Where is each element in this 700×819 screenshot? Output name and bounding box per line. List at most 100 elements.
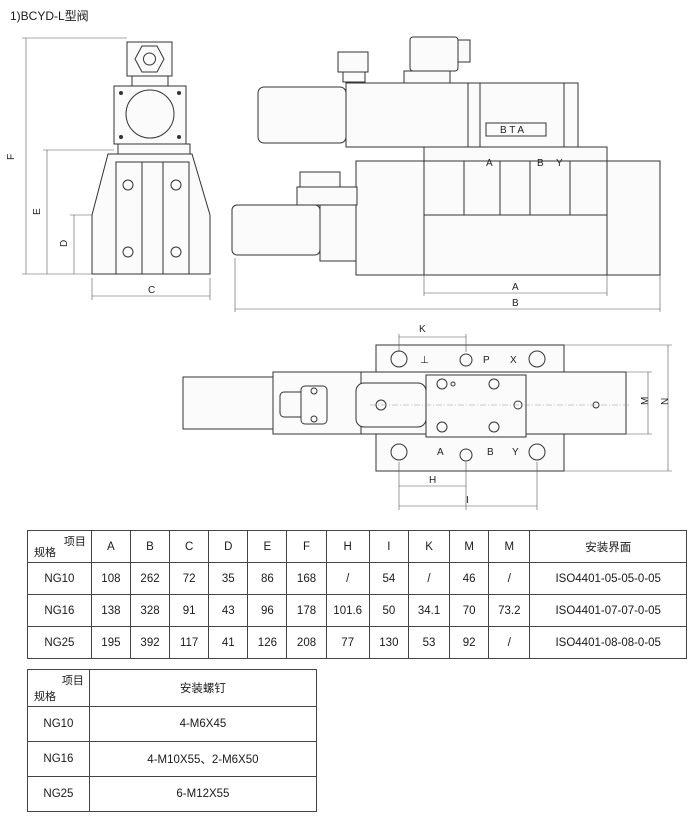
table-row: NG16 138 328 91 43 96 178 101.6 50 34.1 …: [27, 594, 687, 627]
front-view: B T A A B Y A B: [231, 36, 661, 312]
corner-item-label: 项目: [63, 536, 86, 548]
col-header: C: [169, 530, 210, 563]
table-row: NG10 108 262 72 35 86 168 / 54 / 46 / IS…: [27, 562, 687, 595]
cell: 50: [368, 594, 409, 627]
brand-label: B T A: [500, 125, 524, 136]
cell: 77: [325, 626, 370, 659]
dimension-table: 项目 规格 A B C D E F H I K M M 安装界面 NG10 10…: [27, 530, 687, 659]
cell: /: [325, 562, 370, 595]
top-port-Y: Y: [512, 447, 519, 458]
cell: 73.2: [488, 594, 531, 627]
top-port-X: X: [510, 355, 517, 366]
col-header: K: [407, 530, 451, 563]
row-spec: NG10: [27, 562, 92, 595]
cell: ISO4401-08-08-0-05: [529, 626, 687, 659]
cell: 262: [129, 562, 171, 595]
cell: 91: [169, 594, 210, 627]
cell: 86: [247, 562, 288, 595]
cell: 43: [208, 594, 249, 627]
col-header: H: [325, 530, 370, 563]
cell: 126: [247, 626, 288, 659]
cell: 392: [129, 626, 171, 659]
top-port-T: ⊥: [420, 355, 429, 366]
dim-K: K: [419, 324, 426, 335]
row-spec: NG16: [27, 594, 92, 627]
cell: ISO4401-05-05-0-05: [529, 562, 687, 595]
col-header: 安装界面: [529, 530, 687, 563]
col-header: M: [449, 530, 490, 563]
table-row: NG16 4-M10X55、2-M6X50: [27, 741, 318, 777]
dim-I: I: [466, 495, 469, 506]
cell: 53: [407, 626, 451, 659]
cell: 4-M10X55、2-M6X50: [88, 741, 318, 777]
cell: 178: [286, 594, 327, 627]
technical-drawing: F E D C B T A A B Y: [6, 36, 672, 510]
dim-E: E: [32, 208, 43, 215]
cell: /: [488, 626, 531, 659]
col-header: F: [286, 530, 327, 563]
cell: 6-M12X55: [88, 776, 318, 812]
col-header: I: [368, 530, 409, 563]
row-spec: NG16: [27, 741, 90, 777]
col-header: E: [247, 530, 288, 563]
cell: 92: [449, 626, 490, 659]
cell: 4-M6X45: [88, 706, 318, 742]
cell: 168: [286, 562, 327, 595]
screw-table: 项目 规格 安装螺钉 NG10 4-M6X45 NG16 4-M10X55、2-…: [27, 669, 318, 812]
cell: 328: [129, 594, 171, 627]
row-spec: NG25: [27, 776, 90, 812]
cell: 54: [368, 562, 409, 595]
dim-B: B: [512, 298, 519, 309]
table-row: NG10 4-M6X45: [27, 706, 318, 742]
cell: 101.6: [325, 594, 370, 627]
dim-H: H: [429, 475, 436, 486]
top-view: ⊥ P X A B Y K H I M N: [182, 324, 672, 510]
table-row: NG25 195 392 117 41 126 208 77 130 53 92…: [27, 626, 687, 659]
cell: 195: [90, 626, 131, 659]
dim-D: D: [59, 240, 70, 247]
cell: 35: [208, 562, 249, 595]
cell: 138: [90, 594, 131, 627]
front-port-A: A: [486, 158, 493, 169]
cell: 41: [208, 626, 249, 659]
dim-F: F: [6, 154, 17, 160]
table-header-row: 项目 规格 A B C D E F H I K M M 安装界面: [27, 530, 687, 563]
cell: /: [407, 562, 451, 595]
cell: 208: [286, 626, 327, 659]
table-corner-cell: 项目 规格: [27, 669, 90, 707]
side-view: F E D C: [6, 37, 211, 300]
corner-spec-label: 规格: [34, 547, 56, 559]
col-header: B: [129, 530, 171, 563]
col-header: D: [208, 530, 249, 563]
figure-title: 1)BCYD-L型阀: [10, 9, 89, 23]
table-row: NG25 6-M12X55: [27, 776, 318, 812]
front-port-B: B: [537, 158, 544, 169]
cell: 108: [90, 562, 131, 595]
cell: 72: [169, 562, 210, 595]
cell: ISO4401-07-07-0-05: [529, 594, 687, 627]
col-header: 安装螺钉: [88, 669, 318, 707]
cell: 117: [169, 626, 210, 659]
cell: /: [488, 562, 531, 595]
table-corner-cell: 项目 规格: [27, 530, 92, 563]
cell: 34.1: [407, 594, 451, 627]
row-spec: NG10: [27, 706, 90, 742]
cell: 96: [247, 594, 288, 627]
dim-C: C: [148, 285, 155, 296]
dim-A: A: [512, 282, 519, 293]
top-port-P: P: [483, 355, 490, 366]
col-header: A: [90, 530, 131, 563]
cell: 70: [449, 594, 490, 627]
cell: 130: [368, 626, 409, 659]
col-header: M: [488, 530, 531, 563]
dim-N: N: [660, 398, 671, 405]
cell: 46: [449, 562, 490, 595]
table-header-row: 项目 规格 安装螺钉: [27, 669, 318, 707]
front-port-Y: Y: [556, 158, 563, 169]
row-spec: NG25: [27, 626, 92, 659]
top-port-A: A: [437, 447, 444, 458]
dim-M: M: [640, 397, 651, 405]
corner-item-label: 项目: [61, 675, 84, 687]
corner-spec-label: 规格: [34, 691, 56, 703]
top-port-B: B: [487, 447, 494, 458]
